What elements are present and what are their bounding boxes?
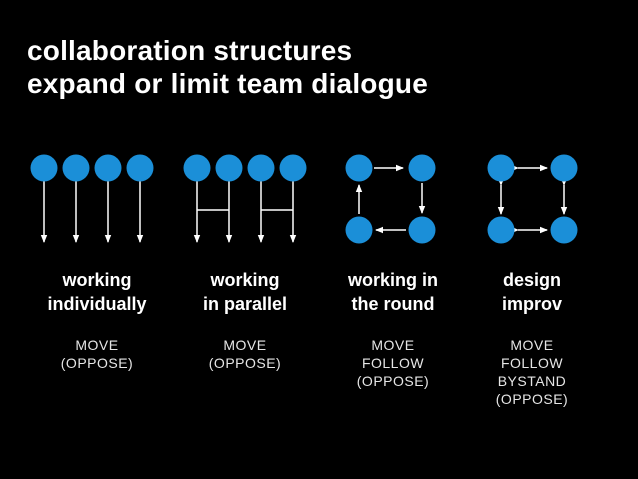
structure-name: working in parallel [170, 268, 320, 316]
structure-name-line: improv [501, 294, 562, 314]
verb-item: FOLLOW [361, 355, 425, 371]
verb-item: (OPPOSE) [60, 355, 134, 371]
structure-name-line: working [210, 270, 280, 290]
structure-name: working individually [22, 268, 172, 316]
person-node [550, 154, 578, 182]
person-node [408, 154, 436, 182]
structure-name-line: design [502, 270, 561, 290]
slide-title: collaboration structures expand or limit… [27, 34, 428, 100]
person-node [550, 216, 578, 244]
structure-round [345, 154, 436, 244]
person-node [30, 154, 58, 182]
title-line-2: expand or limit team dialogue [27, 68, 428, 99]
verb-item: (OPPOSE) [208, 355, 282, 371]
structure-name-line: in parallel [202, 294, 288, 314]
structure-verbs: MOVE (OPPOSE) [22, 336, 172, 372]
structure-name: working in the round [318, 268, 468, 316]
structure-verbs: MOVE (OPPOSE) [170, 336, 320, 372]
structure-parallel [183, 154, 307, 243]
person-node [183, 154, 211, 182]
person-node [126, 154, 154, 182]
person-node [487, 154, 515, 182]
structure-name-line: working [62, 270, 132, 290]
structure-label-improv: design improv MOVE FOLLOW BYSTAND (OPPOS… [457, 268, 607, 408]
person-node [62, 154, 90, 182]
structure-label-parallel: working in parallel MOVE (OPPOSE) [170, 268, 320, 372]
verb-item: FOLLOW [500, 355, 564, 371]
verb-item: (OPPOSE) [495, 391, 569, 407]
structure-improv [487, 154, 578, 244]
structure-label-round: working in the round MOVE FOLLOW (OPPOSE… [318, 268, 468, 390]
person-node [94, 154, 122, 182]
structure-label-individually: working individually MOVE (OPPOSE) [22, 268, 172, 372]
verb-item: MOVE [371, 337, 415, 353]
person-node [279, 154, 307, 182]
structure-individually [30, 154, 154, 243]
person-node [247, 154, 275, 182]
structure-name-line: individually [47, 294, 147, 314]
person-node [345, 216, 373, 244]
structure-name: design improv [457, 268, 607, 316]
person-node [215, 154, 243, 182]
structure-name-line: working in [348, 270, 438, 290]
verb-item: MOVE [510, 337, 554, 353]
person-node [408, 216, 436, 244]
person-node [487, 216, 515, 244]
verb-item: BYSTAND [497, 373, 567, 389]
verb-item: MOVE [223, 337, 267, 353]
person-node [345, 154, 373, 182]
verb-item: (OPPOSE) [356, 373, 430, 389]
title-line-1: collaboration structures [27, 35, 353, 66]
structure-name-line: the round [351, 294, 435, 314]
structure-verbs: MOVE FOLLOW BYSTAND (OPPOSE) [457, 336, 607, 408]
structure-verbs: MOVE FOLLOW (OPPOSE) [318, 336, 468, 390]
verb-item: MOVE [75, 337, 119, 353]
